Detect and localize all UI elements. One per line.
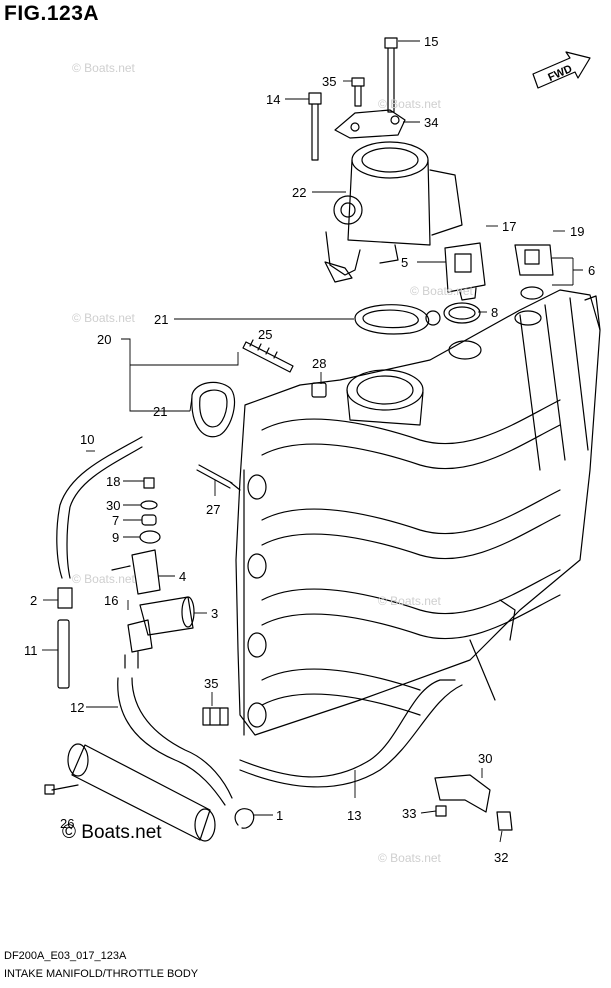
bolt-15 (384, 37, 398, 113)
manifold-gasket (191, 381, 235, 438)
bolt-14 (308, 92, 322, 161)
callout-31: 32 (494, 850, 508, 865)
callout-3: 3 (211, 606, 218, 621)
hose-10 (56, 436, 143, 579)
callout-6: 6 (588, 263, 595, 278)
bolt-27 (196, 464, 241, 491)
diagram-code: DF200A_E03_017_123A (4, 950, 127, 962)
watermark-text: © Boats.net (378, 97, 442, 111)
callout-28: 28 (312, 356, 326, 371)
map-sensor (514, 244, 554, 300)
callout-2: 2 (30, 593, 37, 608)
callout-17: 17 (502, 219, 516, 234)
hose-12 (117, 677, 226, 806)
callout-19: 19 (570, 224, 584, 239)
figure-title: FIG.123A (4, 2, 100, 25)
o-ring (443, 302, 481, 324)
callout-15: 15 (424, 34, 438, 49)
callout-29: 30 (106, 498, 120, 513)
watermark-text: © Boats.net (72, 61, 136, 75)
watermark-text: © Boats.net (72, 572, 136, 586)
watermark-text: © Boats.net (378, 851, 442, 865)
callout-12: 12 (70, 700, 84, 715)
callout-16: 16 (104, 593, 118, 608)
throttle-body (324, 141, 463, 283)
hose-13 (239, 679, 456, 778)
stud (242, 341, 294, 373)
solenoid-valve (124, 596, 195, 669)
bracket (334, 109, 406, 139)
fwd-arrow-icon (532, 51, 591, 89)
callout-9: 9 (112, 530, 119, 545)
clamp (202, 707, 229, 726)
idle-speed-control-valve (444, 242, 486, 301)
watermark-text: © Boats.net (410, 284, 474, 298)
callout-13: 13 (347, 808, 361, 823)
callout-35: 35 (204, 676, 218, 691)
watermark-large: © Boats.net (62, 822, 162, 843)
callout-5: 5 (401, 255, 408, 270)
callout-21: 21 (153, 404, 167, 419)
fuel-canister (67, 743, 216, 842)
callout-1: 1 (276, 808, 283, 823)
callout-25: 25 (258, 327, 272, 342)
bracket-30 (434, 774, 491, 813)
callout-8: 8 (491, 305, 498, 320)
callout-23: 22 (292, 185, 306, 200)
callout-20: 20 (97, 332, 111, 347)
callout-22: 21 (154, 312, 168, 327)
callout-34: 35 (322, 74, 336, 89)
callout-11: 11 (24, 643, 38, 658)
diagram-caption: INTAKE MANIFOLD/THROTTLE BODY (4, 968, 199, 980)
bolt-34 (351, 77, 365, 107)
callout-7: 7 (112, 513, 119, 528)
callout-14: 14 (266, 92, 280, 107)
watermark-text: © Boats.net (72, 311, 136, 325)
callout-10: 10 (80, 432, 94, 447)
callout-26: 26 (60, 816, 74, 831)
callout-4: 4 (179, 569, 186, 584)
clip (234, 808, 255, 829)
watermark-text: © Boats.net (378, 594, 442, 608)
callout-18: 18 (106, 474, 120, 489)
callout-33: 34 (424, 115, 438, 130)
intake-manifold (235, 289, 601, 736)
callout-27: 27 (206, 502, 220, 517)
callout-32: 33 (402, 806, 416, 821)
callout-30: 30 (478, 751, 492, 766)
bracket-4 (131, 549, 161, 595)
